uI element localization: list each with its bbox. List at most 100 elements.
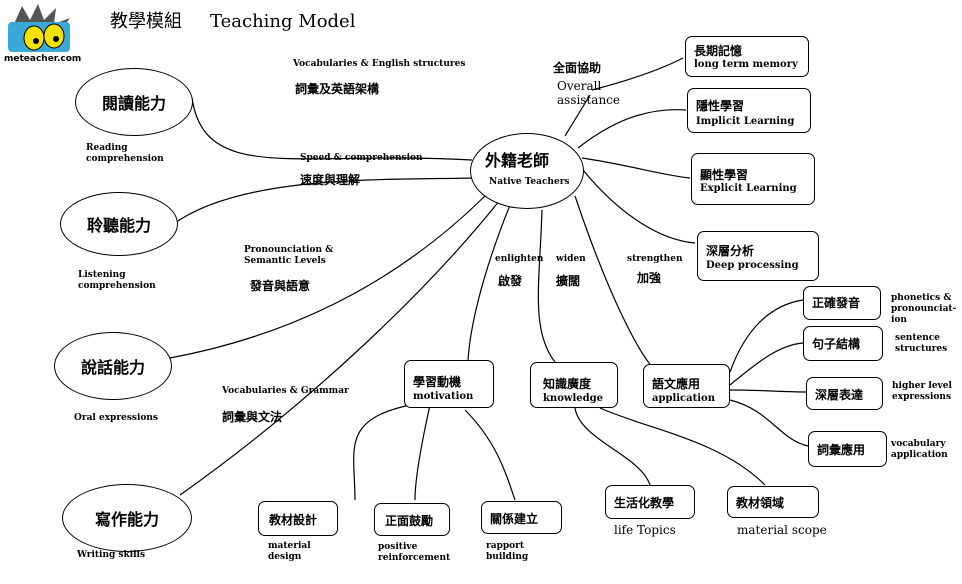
box-application: 語文應用 application	[643, 364, 730, 408]
box-knowledge-zh: 知識廣度	[543, 377, 592, 391]
link-longterm	[591, 57, 684, 91]
link-positive	[414, 404, 431, 501]
branch-widen-zh: 擴闊	[556, 274, 581, 288]
link-listening-zh: 速度與理解	[300, 173, 361, 187]
vocab-app-en-2: application	[891, 450, 948, 460]
box-positive-zh: 正面鼓勵	[385, 514, 434, 528]
box-motivation: 學習動機 motivation	[404, 360, 494, 408]
box-material-scope-zh: 教材領域	[736, 496, 785, 510]
vocab-app-en-1: vocabulary	[891, 439, 946, 449]
box-higher-expressions: 深層表達	[806, 377, 883, 410]
node-reading-en-1: Reading	[86, 143, 128, 153]
box-explicit-learning-zh: 顯性學習	[700, 168, 749, 182]
box-explicit-learning: 顯性學習 Explicit Learning	[691, 153, 815, 205]
meteacher-logo: meteacher.com	[4, 4, 81, 66]
box-material-design: 教材設計	[258, 501, 338, 536]
overall-zh: 全面協助	[553, 61, 602, 75]
link-enlighten	[467, 204, 511, 361]
box-explicit-learning-en: Explicit Learning	[700, 183, 797, 194]
box-knowledge-en: knowledge	[543, 393, 603, 404]
box-rapport-zh: 關係建立	[490, 512, 539, 526]
link-implicit	[577, 109, 687, 149]
link-deep	[582, 169, 696, 244]
link-explicit	[581, 157, 691, 179]
link-listening	[171, 177, 476, 226]
box-sentence-structures: 句子結構	[803, 326, 883, 361]
branch-strengthen-zh: 加強	[637, 271, 662, 285]
link-strengthen	[574, 195, 656, 371]
node-reading-en-2: comprehension	[86, 154, 164, 164]
link-writing	[179, 199, 501, 496]
box-deep-processing-zh: 深層分析	[706, 244, 755, 258]
title-en: Teaching Model	[210, 11, 356, 32]
box-application-zh: 語文應用	[652, 377, 701, 391]
sentence-en-1: sentence	[895, 333, 940, 343]
link-reading	[191, 97, 473, 161]
link-life	[574, 407, 651, 486]
positive-en-2: reinforcement	[378, 553, 451, 563]
link-reading-zh: 詞彙及英語架構	[295, 82, 380, 96]
material-design-en-2: design	[268, 552, 302, 562]
box-long-term-memory-en: long term memory	[694, 59, 798, 70]
box-material-scope: 教材領域	[727, 486, 819, 518]
title-zh: 教學模組	[110, 11, 182, 32]
center-zh: 外籍老師	[485, 151, 550, 170]
node-oral-label: 說話能力	[80, 358, 145, 377]
link-reading-en: Vocabularies & English structures	[293, 59, 466, 69]
link-material-design	[353, 404, 411, 501]
box-implicit-learning-zh: 隱性學習	[696, 99, 745, 113]
branch-strengthen-en: strengthen	[627, 254, 683, 264]
phonetics-en-2: pronounciat-	[891, 304, 957, 314]
link-vocab-app	[729, 399, 809, 447]
node-oral-en: Oral expressions	[74, 413, 158, 423]
node-writing-en: Writing skills	[77, 550, 146, 560]
phonetics-en-3: ion	[891, 315, 907, 325]
center-node: 外籍老師 Native Teachers	[470, 133, 584, 209]
box-life-topics: 生活化教學	[605, 485, 695, 519]
link-oral-en-1: Pronounciation &	[244, 245, 334, 255]
box-implicit-learning: 隱性學習 Implicit Learning	[687, 88, 811, 133]
node-writing: 寫作能力	[62, 484, 192, 552]
box-sentence-zh: 句子結構	[812, 337, 861, 351]
link-oral-zh: 發音與語意	[250, 279, 311, 293]
box-long-term-memory: 長期記憶 long term memory	[685, 36, 809, 77]
life-topics-en: life Topics	[614, 523, 676, 537]
material-design-en-1: material	[268, 541, 311, 551]
logo-text: meteacher.com	[4, 54, 82, 64]
box-material-design-zh: 教材設計	[269, 513, 318, 527]
box-phonetics-zh: 正確發音	[812, 296, 861, 310]
link-phonetics	[729, 299, 804, 373]
branch-enlighten-zh: 啟發	[498, 274, 523, 288]
box-knowledge: 知識廣度 knowledge	[530, 362, 618, 408]
link-rapport	[464, 409, 516, 501]
positive-en-1: positive	[378, 542, 418, 552]
node-reading-label: 閱讀能力	[101, 94, 166, 113]
box-positive-reinforcement: 正面鼓勵	[374, 503, 450, 536]
box-deep-processing: 深層分析 Deep processing	[697, 231, 819, 281]
node-oral: 說話能力	[54, 332, 172, 400]
link-widen	[537, 209, 556, 363]
link-higher	[729, 389, 807, 393]
rapport-en-1: rapport	[486, 541, 525, 551]
link-writing-zh: 詞彙與文法	[222, 410, 283, 424]
box-application-en: application	[652, 393, 715, 404]
higher-en-2: expressions	[892, 392, 952, 402]
center-en: Native Teachers	[489, 177, 570, 187]
link-oral	[169, 195, 486, 359]
logo-face-icon	[8, 4, 70, 52]
link-scope	[599, 407, 766, 486]
overall-en-1: Overall	[557, 79, 602, 93]
box-rapport-building: 關係建立	[481, 501, 562, 534]
link-writing-en: Vocabularies & Grammar	[222, 386, 349, 396]
node-listening-label: 聆聽能力	[86, 216, 151, 235]
box-implicit-learning-en: Implicit Learning	[696, 116, 795, 127]
higher-en-1: higher level	[892, 381, 952, 391]
branch-enlighten-en: enlighten	[495, 254, 544, 264]
link-listening-en: Speed & comprehension	[300, 153, 423, 163]
rapport-en-2: building	[486, 552, 529, 562]
overall-en-2: assistance	[557, 93, 620, 107]
node-listening-en-2: comprehension	[78, 281, 156, 291]
box-phonetics: 正確發音	[803, 286, 881, 320]
box-vocab-app-zh: 詞彙應用	[817, 443, 866, 457]
